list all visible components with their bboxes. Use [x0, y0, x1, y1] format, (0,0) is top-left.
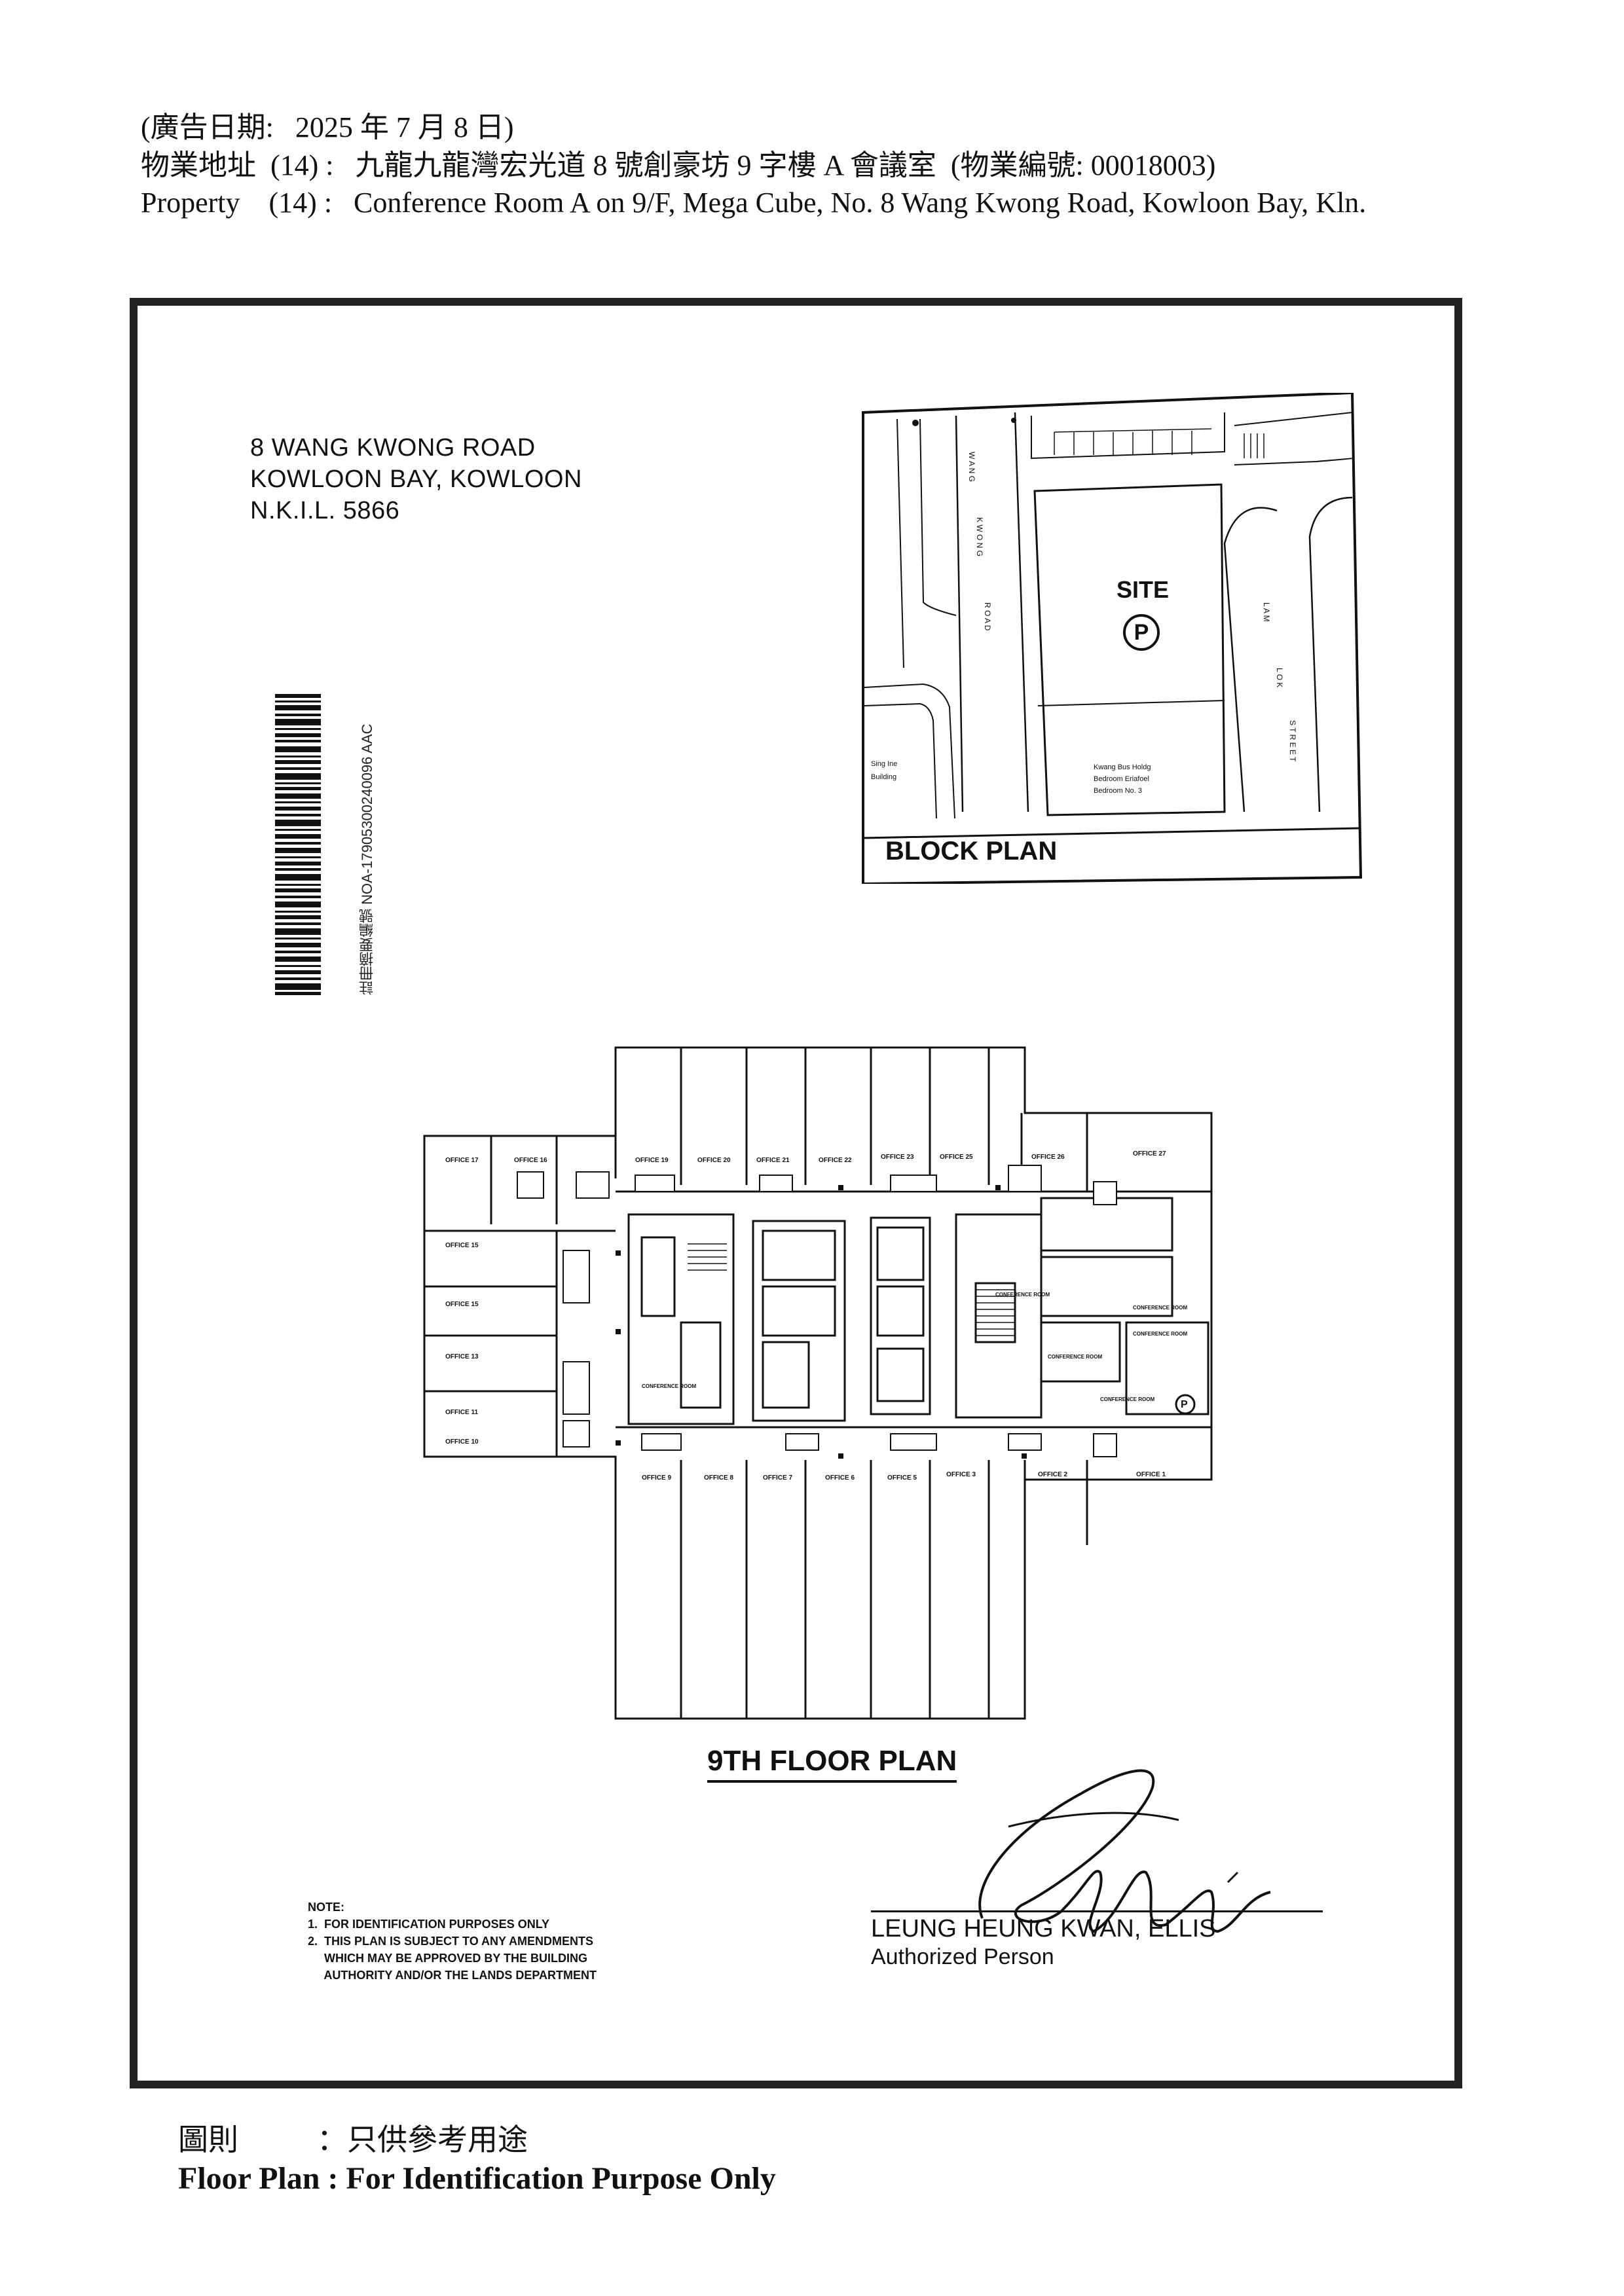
property-address-zh: 物業地址 (14) : 九龍九龍灣宏光道 8 號創豪坊 9 字樓 A 會議室 (… — [141, 149, 1216, 181]
block-plan-map: W A N G K W O N G R O A D L A M L O K S … — [862, 393, 1362, 884]
site-address-line-3: N.K.I.L. 5866 — [250, 497, 400, 524]
svg-text:L A M: L A M — [1262, 602, 1271, 622]
plan-frame — [130, 298, 1462, 2088]
note-item-1: 1. FOR IDENTIFICATION PURPOSES ONLY — [308, 1918, 550, 1931]
office-16-label: OFFICE 16 — [514, 1157, 547, 1164]
footer-zh: 圖則 ：只供參考用途 — [178, 2116, 528, 2159]
note-item-2: 2. THIS PLAN IS SUBJECT TO ANY AMENDMENT… — [308, 1935, 594, 1948]
office-25-label: OFFICE 25 — [940, 1154, 973, 1161]
svg-text:S T R E E T: S T R E E T — [1288, 720, 1297, 762]
site-address-line-2: KOWLOON BAY, KOWLOON — [250, 465, 582, 493]
office-3-label: OFFICE 3 — [946, 1471, 976, 1478]
barcode-caption: 註冊摘要編號 NOA-17905300240096 AAC — [359, 723, 375, 995]
footer-zh-label: 圖則 — [178, 2123, 238, 2157]
signature-line — [871, 1910, 1323, 1912]
svg-text:W A N G: W A N G — [967, 452, 976, 482]
office-8-label: OFFICE 8 — [704, 1474, 733, 1482]
office-21-label: OFFICE 21 — [756, 1157, 790, 1164]
svg-text:CONFERENCE ROOM: CONFERENCE ROOM — [1048, 1354, 1102, 1360]
footer-en: Floor Plan : For Identification Purpose … — [178, 2161, 776, 2196]
note-item-2-cont-2: AUTHORITY AND/OR THE LANDS DEPARTMENT — [308, 1969, 597, 1982]
office-7-label: OFFICE 7 — [763, 1474, 792, 1482]
office-15b-label: OFFICE 15 — [445, 1301, 479, 1308]
svg-text:Building: Building — [871, 773, 896, 781]
svg-text:K W O N G: K W O N G — [975, 517, 984, 556]
office-1-label: OFFICE 1 — [1136, 1471, 1166, 1478]
office-9-label: OFFICE 9 — [642, 1474, 671, 1482]
signature-image — [978, 1769, 1271, 1933]
office-10-label: OFFICE 10 — [445, 1438, 479, 1446]
svg-text:P: P — [1181, 1399, 1188, 1410]
svg-text:L O K: L O K — [1275, 668, 1284, 687]
svg-text:CONFERENCE ROOM: CONFERENCE ROOM — [995, 1292, 1050, 1298]
floor-plan-title: 9TH FLOOR PLAN — [707, 1745, 957, 1783]
footer-zh-value: ：只供參考用途 — [317, 2123, 528, 2157]
office-20-label: OFFICE 20 — [697, 1157, 731, 1164]
advert-date: (廣告日期: 2025 年 7 月 8 日) — [141, 111, 514, 143]
ninth-floor-plan: OFFICE 17 OFFICE 16 OFFICE 19 OFFICE 20 … — [423, 1046, 1213, 1720]
authorized-person-title: Authorized Person — [871, 1944, 1054, 1969]
office-17-label: OFFICE 17 — [445, 1157, 479, 1164]
office-22-label: OFFICE 22 — [819, 1157, 852, 1164]
office-2-label: OFFICE 2 — [1038, 1471, 1067, 1478]
office-26-label: OFFICE 26 — [1031, 1154, 1065, 1161]
property-address-en: Property (14) : Conference Room A on 9/F… — [141, 187, 1367, 219]
office-23-label: OFFICE 23 — [881, 1154, 914, 1161]
svg-text:Sing Ine: Sing Ine — [871, 760, 897, 768]
note-item-2-cont-1: WHICH MAY BE APPROVED BY THE BUILDING — [308, 1952, 588, 1965]
site-label: SITE — [1116, 576, 1170, 603]
svg-text:CONFERENCE ROOM: CONFERENCE ROOM — [1133, 1331, 1187, 1337]
office-15a-label: OFFICE 15 — [445, 1242, 479, 1249]
block-plan-label: BLOCK PLAN — [885, 837, 1058, 866]
office-6-label: OFFICE 6 — [825, 1474, 855, 1482]
site-address-block: 8 WANG KWONG ROAD KOWLOON BAY, KOWLOON N… — [250, 432, 582, 526]
svg-text:CONFERENCE ROOM: CONFERENCE ROOM — [1133, 1305, 1187, 1311]
svg-text:Bedroom No. 3: Bedroom No. 3 — [1094, 787, 1142, 795]
office-13-label: OFFICE 13 — [445, 1353, 479, 1360]
plan-notes: NOTE: 1. FOR IDENTIFICATION PURPOSES ONL… — [308, 1899, 597, 1984]
svg-text:Kwang Bus Holdg: Kwang Bus Holdg — [1094, 763, 1151, 771]
office-19-label: OFFICE 19 — [635, 1157, 669, 1164]
svg-text:Bedroom Eriafoel: Bedroom Eriafoel — [1094, 775, 1149, 783]
note-heading: NOTE: — [308, 1901, 344, 1914]
authorized-person-name: LEUNG HEUNG KWAN, ELLIS — [871, 1915, 1216, 1942]
office-11-label: OFFICE 11 — [445, 1409, 478, 1416]
svg-text:CONFERENCE ROOM: CONFERENCE ROOM — [642, 1383, 696, 1389]
svg-text:R O A D: R O A D — [983, 602, 992, 631]
parking-icon: P — [1123, 614, 1160, 651]
barcode-icon — [275, 694, 321, 995]
office-5-label: OFFICE 5 — [887, 1474, 917, 1482]
svg-text:CONFERENCE ROOM: CONFERENCE ROOM — [1100, 1396, 1154, 1402]
office-27-label: OFFICE 27 — [1133, 1150, 1166, 1157]
site-address-line-1: 8 WANG KWONG ROAD — [250, 434, 536, 462]
